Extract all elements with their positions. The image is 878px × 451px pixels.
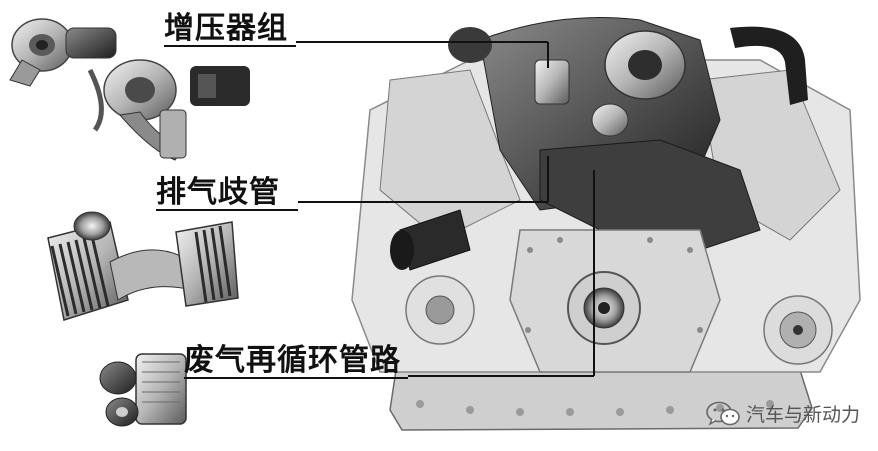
label-egr-line: 废气再循环管路	[184, 343, 401, 378]
watermark: 汽车与新动力	[706, 400, 860, 427]
engine-image	[351, 17, 861, 431]
label-exhaust-manifold: 排气歧管	[156, 175, 280, 210]
watermark-text: 汽车与新动力	[745, 404, 860, 426]
turbocharger-image	[9, 18, 250, 161]
leader-lines	[156, 41, 595, 379]
exhaust-manifold-image	[47, 211, 239, 321]
label-turbocharger-set: 增压器组	[164, 11, 288, 46]
wechat-icon	[706, 401, 740, 427]
egr-line-image	[99, 353, 187, 427]
